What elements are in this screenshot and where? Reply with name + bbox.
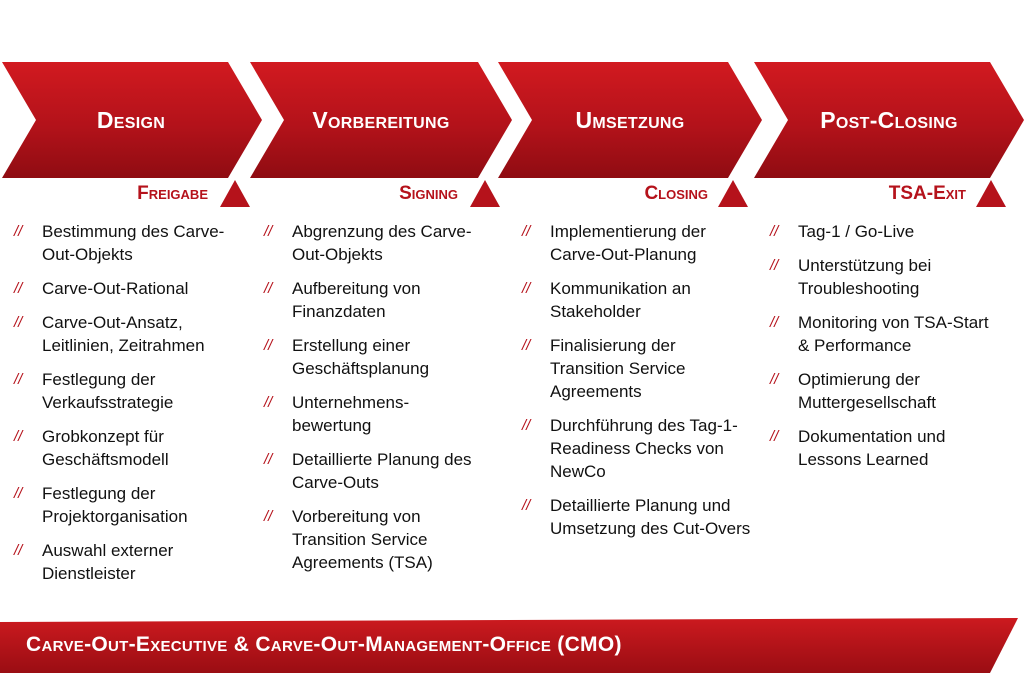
list-item: // Unternehmens-bewertung: [264, 391, 486, 437]
list-item: // Festlegung der Verkaufsstrategie: [14, 368, 238, 414]
milestone-signing: Signing: [399, 183, 458, 204]
list-item: // Festlegung der Projektorganisation: [14, 482, 238, 528]
bullet-slash-icon: //: [522, 223, 531, 240]
list-item-text: Carve-Out-Ansatz, Leitlinien, Zeitrahmen: [42, 313, 205, 355]
list-item-text: Vorbereitung von Transition Service Agre…: [292, 507, 433, 572]
list-item-text: Unterstützung bei Troubleshooting: [798, 256, 932, 298]
footer-text: Carve-Out-Executive & Carve-Out-Manageme…: [26, 633, 622, 656]
list-item: // Abgrenzung des Carve-Out-Objekts: [264, 220, 486, 266]
milestone-triangle-icon: [470, 180, 500, 207]
list-item: // Detaillierte Planung und Umsetzung des…: [522, 494, 754, 540]
bullet-slash-icon: //: [14, 223, 23, 240]
milestone-tsa-exit: TSA-Exit: [888, 183, 966, 204]
list-item: // Auswahl externer Dienstleister: [14, 539, 238, 585]
list-item: // Carve-Out-Ansatz, Leitlinien, Zeitrahm…: [14, 311, 238, 357]
bullet-slash-icon: //: [264, 223, 273, 240]
bullet-slash-icon: //: [522, 417, 531, 434]
bullet-slash-icon: //: [264, 394, 273, 411]
list-item-text: Detaillierte Planung und Umsetzung des C…: [550, 496, 751, 538]
list-item-text: Durchführung des Tag-1-Readiness Checks …: [550, 416, 738, 481]
task-list-post-closing: // Tag-1 / Go-Live // Unterstützung bei Tro…: [770, 220, 1004, 482]
chevron-umsetzung: [498, 62, 762, 178]
list-item: // Unterstützung bei Troubleshooting: [770, 254, 1004, 300]
list-item: // Implementierung der Carve-Out-Planung: [522, 220, 754, 266]
bullet-slash-icon: //: [770, 428, 779, 445]
list-item: // Durchführung des Tag-1-Readiness Check…: [522, 414, 754, 483]
chevron-design: [2, 62, 262, 178]
bullet-slash-icon: //: [264, 508, 273, 525]
list-item-text: Festlegung der Verkaufsstrategie: [42, 370, 174, 412]
list-item-text: Tag-1 / Go-Live: [798, 222, 915, 241]
bullet-slash-icon: //: [770, 314, 779, 331]
bullet-slash-icon: //: [264, 451, 273, 468]
list-item-text: Dokumentation und Lessons Learned: [798, 427, 946, 469]
list-item-text: Implementierung der Carve-Out-Planung: [550, 222, 706, 264]
phase-chevrons: [2, 62, 1024, 178]
list-item: // Kommunikation an Stakeholder: [522, 277, 754, 323]
milestone-freigabe: Freigabe: [137, 183, 208, 204]
bullet-slash-icon: //: [522, 337, 531, 354]
bullet-slash-icon: //: [14, 371, 23, 388]
list-item: // Detaillierte Planung des Carve-Outs: [264, 448, 486, 494]
bullet-slash-icon: //: [522, 280, 531, 297]
milestone-closing: Closing: [644, 183, 708, 204]
list-item-text: Grobkonzept für Geschäftsmodell: [42, 427, 169, 469]
milestone-triangle-icon: [718, 180, 748, 207]
footer-bar: [0, 618, 1018, 673]
bullet-slash-icon: //: [14, 314, 23, 331]
list-item-text: Bestimmung des Carve-Out-Objekts: [42, 222, 225, 264]
list-item-text: Unternehmens-bewertung: [292, 393, 410, 435]
chevron-vorbereitung: [250, 62, 512, 178]
milestone-triangle-icon: [976, 180, 1006, 207]
list-item-text: Aufbereitung von Finanzdaten: [292, 279, 421, 321]
bullet-slash-icon: //: [264, 280, 273, 297]
bullet-slash-icon: //: [522, 497, 531, 514]
list-item: // Carve-Out-Rational: [14, 277, 238, 300]
phase-title-design: Design: [96, 107, 166, 133]
list-item: // Erstellung einer Geschäftsplanung: [264, 334, 486, 380]
phase-title-post-closing: Post-Closing: [820, 107, 958, 133]
list-item-text: Festlegung der Projektorganisation: [42, 484, 188, 526]
list-item: // Finalisierung der Transition Service A…: [522, 334, 754, 403]
list-item: // Aufbereitung von Finanzdaten: [264, 277, 486, 323]
list-item-text: Carve-Out-Rational: [42, 279, 189, 298]
chevron-post-closing: [754, 62, 1024, 178]
phase-title-vorbereitung: Vorbereitung: [312, 107, 450, 133]
list-item-text: Detaillierte Planung des Carve-Outs: [292, 450, 472, 492]
list-item-text: Optimierung der Muttergesellschaft: [798, 370, 936, 412]
list-item-text: Abgrenzung des Carve-Out-Objekts: [292, 222, 472, 264]
list-item: // Monitoring von TSA-Start & Performance: [770, 311, 1004, 357]
list-item: // Vorbereitung von Transition Service Ag…: [264, 505, 486, 574]
task-list-vorbereitung: // Abgrenzung des Carve-Out-Objekts // Aufb…: [264, 220, 486, 585]
bullet-slash-icon: //: [770, 257, 779, 274]
bullet-slash-icon: //: [14, 485, 23, 502]
bullet-slash-icon: //: [770, 371, 779, 388]
list-item-text: Finalisierung der Transition Service Agr…: [550, 336, 686, 401]
bullet-slash-icon: //: [14, 428, 23, 445]
list-item-text: Monitoring von TSA-Start & Performance: [798, 313, 989, 355]
list-item: // Optimierung der Muttergesellschaft: [770, 368, 1004, 414]
list-item-text: Auswahl externer Dienstleister: [42, 541, 174, 583]
bullet-slash-icon: //: [14, 280, 23, 297]
bullet-slash-icon: //: [264, 337, 273, 354]
task-list-design: // Bestimmung des Carve-Out-Objekts // Carv…: [14, 220, 238, 596]
list-item-text: Kommunikation an Stakeholder: [550, 279, 691, 321]
list-item-text: Erstellung einer Geschäftsplanung: [292, 336, 430, 378]
bullet-slash-icon: //: [14, 542, 23, 559]
task-list-umsetzung: //Implementierung der Carve-Out-Planung/…: [522, 220, 754, 551]
bullet-slash-icon: //: [770, 223, 779, 240]
list-item: // Tag-1 / Go-Live: [770, 220, 1004, 243]
phase-title-umsetzung: Umsetzung: [575, 107, 685, 133]
list-item: // Grobkonzept für Geschäftsmodell: [14, 425, 238, 471]
list-item: // Dokumentation und Lessons Learned: [770, 425, 1004, 471]
list-item: // Bestimmung des Carve-Out-Objekts: [14, 220, 238, 266]
milestone-triangle-icon: [220, 180, 250, 207]
